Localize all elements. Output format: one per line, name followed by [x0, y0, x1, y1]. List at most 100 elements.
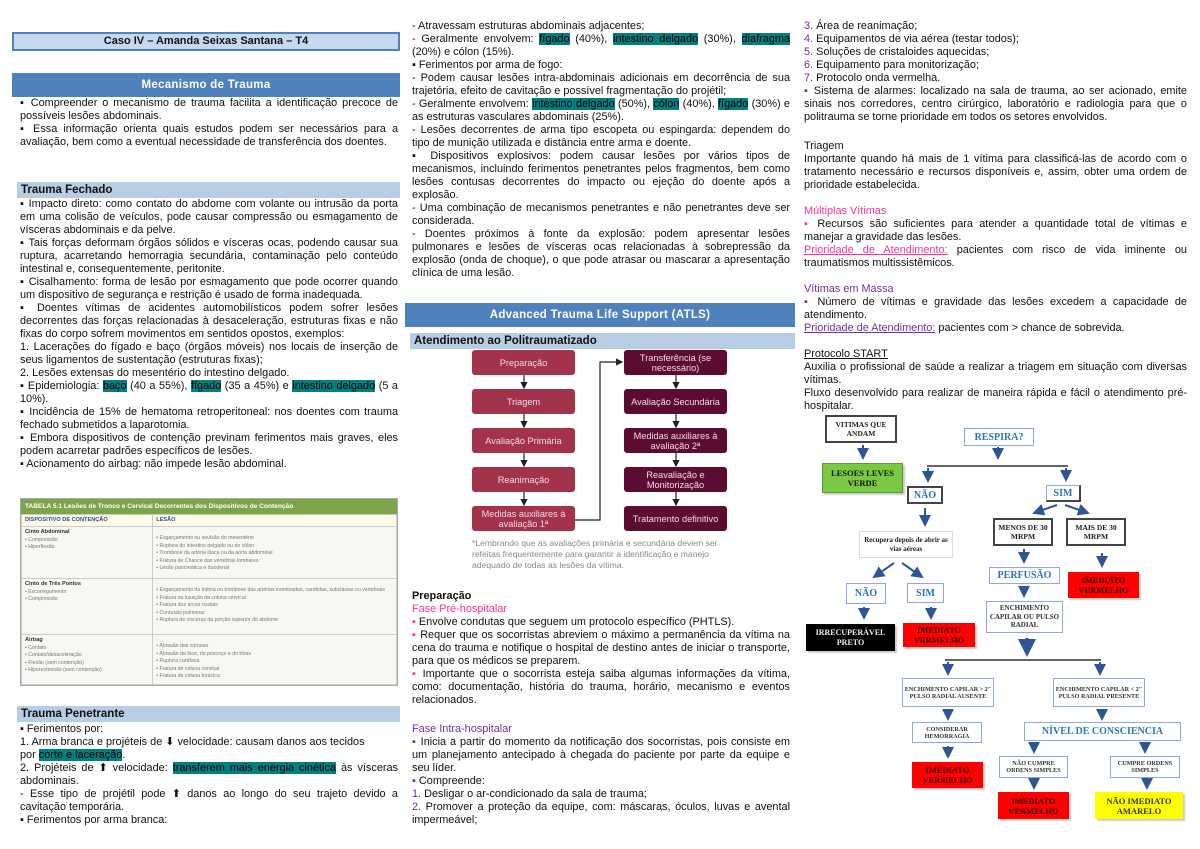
text-segment: pacientes com > chance de sobrevida.: [935, 322, 1125, 334]
text-segment: Protocolo onda vermelha.: [813, 72, 941, 84]
text-segment: Soluções de cristaloides aquecidas;: [813, 46, 990, 58]
highlighted-text: transferem mais energia cinética: [172, 762, 336, 774]
text-segment: ▪: [804, 296, 812, 308]
atls-step: Reavaliação e Monitorização: [624, 467, 727, 492]
atls-step: Medidas auxiliares à avaliação 2ª: [624, 428, 727, 453]
text-segment: por: [20, 749, 39, 761]
injury-cell: • Esgarçamento ou avulsão do mesentério •…: [152, 526, 397, 580]
text-segment: (20%) e cólon (15%).: [412, 46, 515, 58]
text-segment: ▪: [804, 218, 812, 230]
text-segment: Vítimas em Massa: [804, 283, 894, 295]
node-imediato-vermelho: IMEDIATO VERMELHO: [998, 792, 1069, 819]
paragraph: ▪ Envolve condutas que seguem um protoco…: [412, 616, 790, 629]
device-cell: Airbag• Contato• Contato/desaceleração• …: [20, 634, 154, 686]
injury-cell: • Abrasão das córneas• Abrasão da face, …: [152, 634, 397, 686]
paragraph: ▪ Incidência de 15% de hematoma retroper…: [20, 406, 398, 431]
text-segment: Número de vítimas e gravidade das lesões…: [804, 296, 1187, 321]
node-nivel-consciencia: NÍVEL DE CONSCIENCIA: [1024, 722, 1181, 741]
table-row: Cinto de Três Pontos• Escorregamento• Co…: [20, 578, 397, 636]
paragraph: ▪ Compreender o mecanismo de trauma faci…: [20, 97, 398, 122]
paragraph: ▪ Ferimentos por:: [20, 723, 104, 735]
paragraph: - Geralmente envolvem: intestino delgado…: [412, 98, 790, 124]
paragraph: ▪ Ferimentos por arma de fogo:: [412, 59, 563, 71]
paragraph: ▪ Importante que o socorrista esteja sai…: [412, 668, 790, 707]
restraint-injury-table: TABELA 5.1 Lesões de Tronco e Cervical D…: [20, 498, 398, 686]
paragraph: 1. Desligar o ar-condicionado da sala de…: [412, 788, 790, 801]
paragraph: - Geralmente envolvem: fígado (40%), int…: [412, 33, 790, 59]
text-segment: Envolve condutas que seguem um protocolo…: [415, 616, 735, 628]
highlighted-text: corte e laceração: [38, 749, 123, 761]
text-segment: Compreende:: [415, 775, 485, 787]
column-header: DISPOSITIVO DE CONTENÇÃO: [20, 513, 154, 528]
text-segment: às vísceras abdominais.: [20, 762, 399, 787]
text-segment: Equipamentos de via aérea (testar todos)…: [813, 33, 1019, 45]
text-segment: - Geralmente envolvem:: [412, 98, 533, 110]
mechanism-item: • Escorregamento: [25, 588, 67, 595]
text-segment: 2.: [412, 801, 422, 813]
text-segment: 6.: [804, 59, 814, 71]
paragraph: ▪ Ferimentos por arma branca:: [20, 814, 168, 826]
text-segment: Prioridade de Atendimento:: [804, 322, 936, 334]
injury-cell: • Esgarçamento da íntima ou trombose das…: [152, 578, 397, 636]
paragraph: 6. Equipamento para monitorização;: [804, 59, 1187, 72]
text-segment: (40 a 55%),: [126, 380, 191, 392]
paragraph: ▪ Inicia a partir do momento da notifica…: [412, 736, 790, 775]
injury-item: • Esgarçamento da íntima ou trombose das…: [156, 587, 385, 594]
paragraph: Fase Intra-hospitalar: [412, 723, 790, 736]
node-recupera: Recupera depois de abrir as vias aéreas: [859, 531, 953, 558]
paragraph: 2. Projéteis de ⬆ velocidade: transferem…: [20, 762, 398, 788]
paragraph: - Doentes próximos à fonte da explosão: …: [412, 228, 790, 279]
column-header: LESÃO: [152, 513, 397, 528]
node-enchimento-maior-2: ENCHIMENTO CAPILAR > 2" PULSO RADIAL AUS…: [902, 678, 994, 707]
paragraph: 5. Soluções de cristaloides aquecidas;: [804, 46, 1187, 59]
multiplas-vitimas-text: Múltiplas Vítimas▪ Recursos são suficien…: [804, 205, 1187, 270]
injury-item: • Abrasão da face, do pescoço e do tórax: [156, 650, 251, 657]
atls-step: Preparação: [472, 350, 575, 375]
paragraph: 7. Protocolo onda vermelha.: [804, 72, 1187, 85]
paragraph: ▪ Doentes vítimas de acidentes automobil…: [20, 302, 398, 340]
node-nao: NÃO: [907, 486, 943, 504]
paragraph: ▪ Número de vítimas e gravidade das lesõ…: [804, 296, 1187, 322]
paragraph: ▪ Recursos são suficientes para atender …: [804, 218, 1187, 244]
device-cell: Cinto Abdominal• Compressão• Hiperflexão: [20, 526, 154, 580]
injury-item: • Lesão pancreática e duodenal: [156, 565, 230, 572]
paragraph: ▪ Sistema de alarmes: localizado na sala…: [804, 85, 1187, 124]
paragraph: ▪ Compreende:: [412, 775, 790, 788]
highlighted-text: cólon: [653, 98, 680, 110]
paragraph: Triagem: [804, 140, 844, 152]
vitimas-em-massa-text: Vítimas em Massa▪ Número de vítimas e gr…: [804, 283, 1187, 335]
atls-step: Avaliação Secundária: [624, 389, 727, 414]
paragraph: 1. Arma branca e projéteis de ⬇ velocida…: [20, 736, 365, 748]
node-respira: RESPIRA?: [964, 428, 1034, 446]
table-title: TABELA 5.1 Lesões de Tronco e Cervical D…: [21, 499, 397, 514]
text-segment: ▪ Epidemiologia:: [20, 380, 103, 392]
text-segment: .: [122, 749, 126, 761]
paragraph: Auxilia o profissional de saúde a realiz…: [804, 361, 1187, 386]
atls-step: Transferência (se necessário): [624, 350, 727, 375]
text-segment: Fase Pré-hospitalar: [412, 603, 508, 615]
text-segment: Sistema de alarmes: localizado na sala d…: [804, 85, 1187, 123]
text-segment: - Geralmente envolvem:: [412, 33, 540, 45]
paragraph: - Lesões decorrentes de arma tipo escope…: [412, 124, 790, 149]
node-considerar-hemorragia: CONSIDERAR HEMORRAGIA: [912, 722, 982, 743]
device-name: Cinto de Três Pontos: [25, 581, 81, 588]
node-cumpre-ordens: CUMPRE ORDENS SIMPLES: [1110, 756, 1180, 778]
injury-item: • Esgarçamento ou avulsão do mesentério: [156, 535, 254, 542]
highlighted-text: fígado: [190, 380, 222, 392]
text-segment: (5 a 10%).: [20, 380, 398, 405]
node-lesoes-leves-verde: LESOES LEVES VERDE: [822, 463, 903, 493]
preparacao-list-continued: 3. Área de reanimação;4. Equipamentos de…: [804, 20, 1187, 124]
text-segment: 2. Projéteis de ⬆ velocidade:: [20, 762, 173, 774]
trauma-penetrante-text: ▪ Ferimentos por:1. Arma branca e projét…: [20, 723, 398, 827]
paragraph: - Uma combinação de mecanismos penetrant…: [412, 202, 790, 227]
node-mais-30: MAIS DE 30 MRPM: [1066, 518, 1126, 546]
highlighted-text: intestino delgado: [613, 33, 699, 45]
paragraph: ▪ Dispositivos explosivos: podem causar …: [412, 150, 790, 201]
text-segment: Promover a proteção da equipe, com: másc…: [412, 801, 790, 826]
atls-step: Medidas auxiliares à avaliação 1ª: [472, 506, 575, 531]
text-segment: 7.: [804, 72, 814, 84]
paragraph: ▪ Epidemiologia: baço (40 a 55%), fígado…: [20, 380, 398, 406]
node-sim: SIM: [1046, 485, 1081, 502]
paragraph: 3. Área de reanimação;: [804, 20, 1187, 33]
